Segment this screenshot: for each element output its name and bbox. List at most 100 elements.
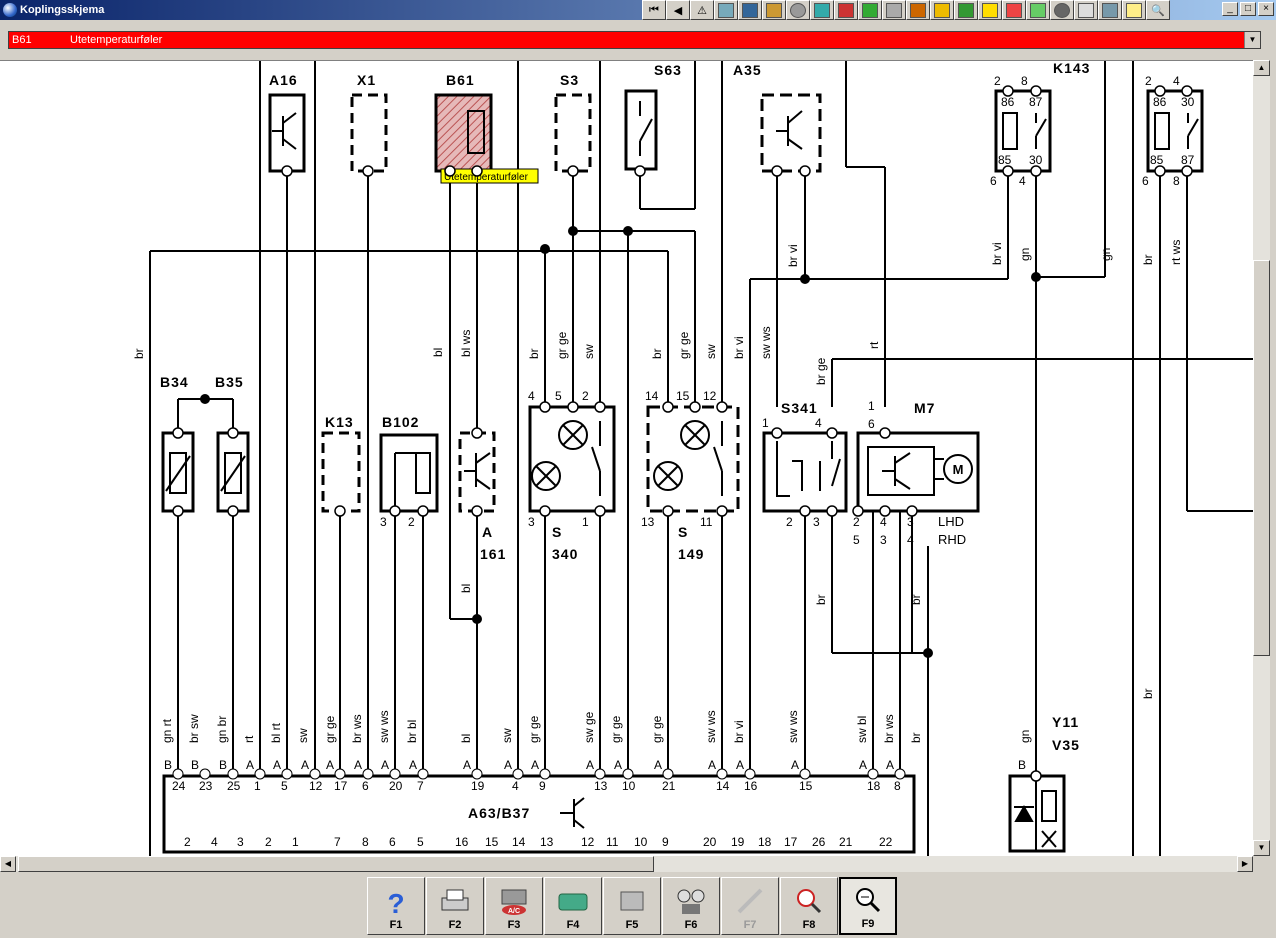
f9-button[interactable]: F9 (839, 877, 897, 935)
pin-terminal (906, 505, 918, 517)
scroll-right-icon[interactable]: ▶ (1237, 856, 1253, 872)
scroll-left-icon[interactable]: ◀ (0, 856, 16, 872)
pin-label: 85 (1150, 153, 1164, 167)
pin-label: 15 (676, 389, 690, 403)
pin-label: 12 (581, 835, 595, 849)
tool-n-icon[interactable] (1026, 0, 1050, 20)
pin-label: 2 (1145, 74, 1152, 88)
pin-terminal (362, 165, 374, 177)
pin-label: 6 (868, 417, 875, 431)
tool-e-icon[interactable] (810, 0, 834, 20)
pin-terminal (227, 427, 239, 439)
pin-terminal (744, 768, 756, 780)
pin-label: 22 (879, 835, 893, 849)
tool-m-icon[interactable] (1002, 0, 1026, 20)
pin-label: 3 (237, 835, 244, 849)
pin-label: 86 (1153, 95, 1167, 109)
label-M7: M7 (914, 400, 935, 416)
pin-terminal (567, 165, 579, 177)
tool-a-icon[interactable] (714, 0, 738, 20)
pin-terminal (567, 401, 579, 413)
wire-label: gr ge (527, 715, 541, 743)
tool-i-icon[interactable] (906, 0, 930, 20)
tool-d-icon[interactable] (786, 0, 810, 20)
svg-text:?: ? (387, 888, 404, 916)
f7-button[interactable]: F7 (721, 877, 779, 935)
maximize-button[interactable]: □ (1240, 2, 1256, 16)
f8-button[interactable]: F8 (780, 877, 838, 935)
close-button[interactable]: × (1258, 2, 1274, 16)
pin-label: 5 (853, 533, 860, 547)
wiring-diagram[interactable]: Utetemperaturføler M (0, 60, 1253, 857)
pin-label: A (246, 758, 254, 772)
tool-h-icon[interactable] (882, 0, 906, 20)
wire-label: sw (704, 344, 718, 359)
tool-r-icon[interactable] (1122, 0, 1146, 20)
probe-icon (737, 888, 763, 914)
f5-button[interactable]: F5 (603, 877, 661, 935)
f2-button[interactable]: F2 (426, 877, 484, 935)
tool-p-icon[interactable] (1074, 0, 1098, 20)
first-icon[interactable]: ⏮ (642, 0, 666, 20)
pin-label: 14 (716, 779, 730, 793)
label-B35: B35 (215, 374, 244, 390)
tool-q-icon[interactable] (1098, 0, 1122, 20)
wire-label: bl (459, 734, 473, 743)
tool-c-icon[interactable] (762, 0, 786, 20)
scroll-down-icon[interactable]: ▼ (1253, 840, 1270, 856)
selected-component-label: Utetemperaturføler (70, 34, 163, 46)
pin-terminal (1030, 770, 1042, 782)
tool-o-icon[interactable] (1050, 0, 1074, 20)
pin-label: 4 (815, 416, 822, 430)
vertical-scrollbar[interactable]: ▲ ▼ (1253, 60, 1270, 856)
tool-b-icon[interactable] (738, 0, 762, 20)
label-A161-b: 161 (480, 546, 506, 562)
component-selector[interactable]: B61 Utetemperaturføler ▼ (8, 31, 1261, 49)
pin-terminal (389, 768, 401, 780)
pin-label: A (791, 758, 799, 772)
tool-j-icon[interactable] (930, 0, 954, 20)
sensor-icon (620, 891, 644, 911)
b61-selected-highlight[interactable] (434, 93, 493, 173)
prev-icon[interactable]: ◀ (666, 0, 690, 20)
scroll-up-icon[interactable]: ▲ (1253, 60, 1270, 76)
chevron-down-icon[interactable]: ▼ (1244, 32, 1260, 48)
pin-label: A (463, 758, 471, 772)
tool-k-icon[interactable] (954, 0, 978, 20)
warning-icon[interactable]: ⚠ (690, 0, 714, 20)
f3-button[interactable]: A/C F3 (485, 877, 543, 935)
pin-label: 2 (265, 835, 272, 849)
wire-label: sw ws (377, 710, 391, 743)
pin-label: 4 (907, 533, 914, 547)
wire-label: sw ge (582, 711, 596, 743)
pin-label: 13 (594, 779, 608, 793)
pin-label: 19 (471, 779, 485, 793)
pin-terminal (281, 165, 293, 177)
tool-l-icon[interactable] (978, 0, 1002, 20)
horizontal-scrollbar[interactable]: ◀ ▶ (0, 856, 1253, 872)
f1-button[interactable]: ? F1 (367, 877, 425, 935)
minimize-button[interactable]: _ (1222, 2, 1238, 16)
pin-terminal (799, 505, 811, 517)
pin-terminal (771, 165, 783, 177)
pin-label: 1 (762, 416, 769, 430)
tool-f-icon[interactable] (834, 0, 858, 20)
pin-label: 3 (813, 515, 820, 529)
wire-label: bl (431, 348, 445, 357)
f4-button[interactable]: F4 (544, 877, 602, 935)
pin-label: 9 (539, 779, 546, 793)
label-V35: V35 (1052, 737, 1080, 753)
pin-label: A (859, 758, 867, 772)
zoom-icon[interactable]: 🔍 (1146, 0, 1170, 20)
pin-label: A (886, 758, 894, 772)
pin-label: 4 (1173, 74, 1180, 88)
vertical-scroll-thumb[interactable] (1253, 260, 1270, 656)
pin-terminal (771, 427, 783, 439)
horizontal-scroll-thumb[interactable] (18, 856, 654, 872)
tool-g-icon[interactable] (858, 0, 882, 20)
pin-terminal (471, 505, 483, 517)
pin-terminal (362, 768, 374, 780)
wire-label: gr ge (609, 715, 623, 743)
pin-label: 10 (622, 779, 636, 793)
f6-button[interactable]: F6 (662, 877, 720, 935)
